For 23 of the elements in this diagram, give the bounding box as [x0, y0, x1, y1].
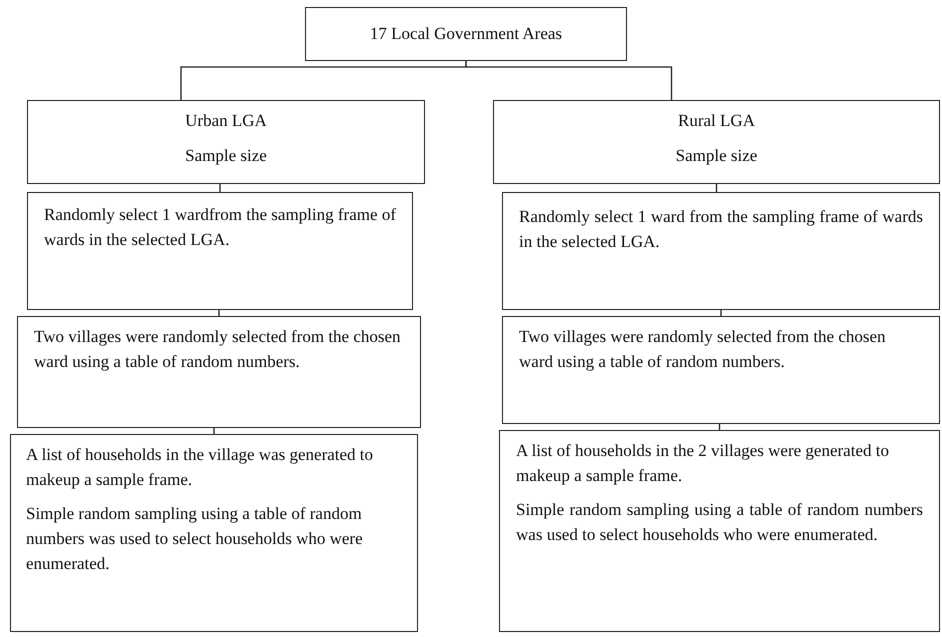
- box-text: A list of households in the 2 villages were generated to makeup a sample frame.: [516, 440, 890, 487]
- process-box: [493, 100, 940, 184]
- box-text: Simple random sampling using a table of random numbers was used to select households who were enumerated.: [516, 499, 923, 546]
- process-box: [17, 316, 421, 428]
- box-text: Randomly select 1 ward from the sampling frame of wards in the selected LGA.: [519, 206, 923, 253]
- process-box: [502, 192, 940, 310]
- box-text: Randomly select 1 wardfrom the sampling frame of wards in the selected LGA.: [44, 204, 396, 251]
- box-text: Two villages were randomly selected from the chosen ward using a table of random numbers.: [519, 326, 887, 373]
- box-text: A list of households in the village was generated to makeup a sample frame.: [26, 444, 374, 491]
- process-box: [499, 430, 940, 632]
- process-box: [10, 434, 418, 632]
- box-text: Sample size: [674, 144, 758, 167]
- connector-line: [465, 61, 672, 100]
- box-text: Sample size: [184, 144, 268, 167]
- process-box: [502, 316, 940, 424]
- box-text: Simple random sampling using a table of random numbers was used to select households who were enumerated.: [26, 503, 364, 575]
- process-box: [27, 192, 413, 310]
- process-box: [305, 7, 627, 61]
- box-text: Urban LGA: [184, 110, 268, 132]
- process-box: [27, 100, 425, 184]
- box-text: 17 Local Government Areas: [368, 22, 564, 45]
- box-text: Rural LGA: [677, 110, 756, 132]
- box-text: Two villages were randomly selected from the chosen ward using a table of random numbers.: [34, 326, 402, 373]
